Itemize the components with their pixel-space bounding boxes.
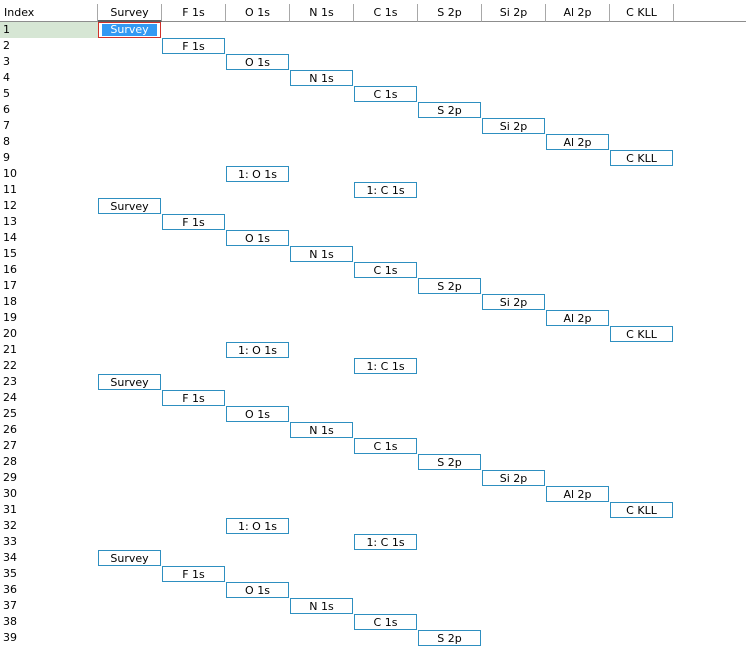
- block-cell-si2p[interactable]: Si 2p: [482, 118, 545, 134]
- row-index[interactable]: 13: [3, 215, 17, 228]
- block-cell-f1s[interactable]: F 1s: [162, 566, 225, 582]
- block-cell-c1s[interactable]: C 1s: [354, 438, 417, 454]
- row-index[interactable]: 35: [3, 567, 17, 580]
- block-cell-s2p[interactable]: S 2p: [418, 630, 481, 646]
- row-index[interactable]: 28: [3, 455, 17, 468]
- row-index[interactable]: 24: [3, 391, 17, 404]
- row-index[interactable]: 18: [3, 295, 17, 308]
- row-index[interactable]: 6: [3, 103, 10, 116]
- column-header-al2p[interactable]: Al 2p: [546, 4, 610, 22]
- block-cell-f1s[interactable]: F 1s: [162, 38, 225, 54]
- row-index[interactable]: 14: [3, 231, 17, 244]
- block-cell-si2p[interactable]: Si 2p: [482, 294, 545, 310]
- row-index[interactable]: 30: [3, 487, 17, 500]
- block-cell-o1s[interactable]: O 1s: [226, 582, 289, 598]
- block-cell-c1s[interactable]: 1: C 1s: [354, 182, 417, 198]
- column-header-survey[interactable]: Survey: [98, 4, 162, 22]
- row-index[interactable]: 10: [3, 167, 17, 180]
- row-index[interactable]: 32: [3, 519, 17, 532]
- block-cell-c1s[interactable]: 1: C 1s: [354, 534, 417, 550]
- row-index[interactable]: 29: [3, 471, 17, 484]
- row-index[interactable]: 27: [3, 439, 17, 452]
- block-cell-o1s[interactable]: 1: O 1s: [226, 342, 289, 358]
- block-cell-al2p[interactable]: Al 2p: [546, 310, 609, 326]
- row-index[interactable]: 23: [3, 375, 17, 388]
- row-index[interactable]: 8: [3, 135, 10, 148]
- block-cell-s2p[interactable]: S 2p: [418, 454, 481, 470]
- row-index[interactable]: 21: [3, 343, 17, 356]
- row-index[interactable]: 5: [3, 87, 10, 100]
- row-index[interactable]: 7: [3, 119, 10, 132]
- row-index[interactable]: 16: [3, 263, 17, 276]
- row-index[interactable]: 17: [3, 279, 17, 292]
- header-filler: [674, 4, 746, 22]
- row-index[interactable]: 37: [3, 599, 17, 612]
- row-index[interactable]: 15: [3, 247, 17, 260]
- block-cell-f1s[interactable]: F 1s: [162, 214, 225, 230]
- row-index[interactable]: 34: [3, 551, 17, 564]
- block-cell-o1s[interactable]: 1: O 1s: [226, 518, 289, 534]
- block-cell-c1s[interactable]: C 1s: [354, 614, 417, 630]
- row-index[interactable]: 33: [3, 535, 17, 548]
- column-header-f1s[interactable]: F 1s: [162, 4, 226, 22]
- row-index[interactable]: 20: [3, 327, 17, 340]
- block-cell-s2p[interactable]: S 2p: [418, 102, 481, 118]
- row-index[interactable]: 2: [3, 39, 10, 52]
- block-cell-si2p[interactable]: Si 2p: [482, 470, 545, 486]
- block-cell-c1s[interactable]: C 1s: [354, 86, 417, 102]
- block-cell-al2p[interactable]: Al 2p: [546, 486, 609, 502]
- row-index[interactable]: 31: [3, 503, 17, 516]
- row-index[interactable]: 9: [3, 151, 10, 164]
- row-index[interactable]: 38: [3, 615, 17, 628]
- column-header-s2p[interactable]: S 2p: [418, 4, 482, 22]
- block-cell-f1s[interactable]: F 1s: [162, 390, 225, 406]
- block-cell-ckll[interactable]: C KLL: [610, 502, 673, 518]
- row-index[interactable]: 25: [3, 407, 17, 420]
- column-header-si2p[interactable]: Si 2p: [482, 4, 546, 22]
- block-cell-ckll[interactable]: C KLL: [610, 150, 673, 166]
- block-cell-s2p[interactable]: S 2p: [418, 278, 481, 294]
- row-index[interactable]: 36: [3, 583, 17, 596]
- row-index[interactable]: 12: [3, 199, 17, 212]
- column-header-index[interactable]: Index: [0, 4, 98, 22]
- column-header-n1s[interactable]: N 1s: [290, 4, 354, 22]
- block-cell-c1s[interactable]: 1: C 1s: [354, 358, 417, 374]
- block-cell-n1s[interactable]: N 1s: [290, 598, 353, 614]
- column-header-c1s[interactable]: C 1s: [354, 4, 418, 22]
- row-index[interactable]: 39: [3, 631, 17, 644]
- row-index[interactable]: 1: [0, 22, 98, 38]
- row-index[interactable]: 4: [3, 71, 10, 84]
- column-header-o1s[interactable]: O 1s: [226, 4, 290, 22]
- block-cell-o1s[interactable]: O 1s: [226, 54, 289, 70]
- row-index[interactable]: 11: [3, 183, 17, 196]
- block-cell-survey[interactable]: Survey: [98, 198, 161, 214]
- block-cell-al2p[interactable]: Al 2p: [546, 134, 609, 150]
- column-header-ckll[interactable]: C KLL: [610, 4, 674, 22]
- row-index[interactable]: 22: [3, 359, 17, 372]
- block-cell-n1s[interactable]: N 1s: [290, 246, 353, 262]
- block-cell-n1s[interactable]: N 1s: [290, 70, 353, 86]
- block-cell-survey[interactable]: Survey: [98, 22, 161, 38]
- block-cell-o1s[interactable]: 1: O 1s: [226, 166, 289, 182]
- block-cell-c1s[interactable]: C 1s: [354, 262, 417, 278]
- block-cell-survey[interactable]: Survey: [98, 374, 161, 390]
- row-index[interactable]: 26: [3, 423, 17, 436]
- block-cell-ckll[interactable]: C KLL: [610, 326, 673, 342]
- block-cell-o1s[interactable]: O 1s: [226, 406, 289, 422]
- selected-cell-label: Survey: [102, 24, 157, 36]
- row-index[interactable]: 19: [3, 311, 17, 324]
- block-cell-n1s[interactable]: N 1s: [290, 422, 353, 438]
- row-index[interactable]: 3: [3, 55, 10, 68]
- block-cell-o1s[interactable]: O 1s: [226, 230, 289, 246]
- block-cell-survey[interactable]: Survey: [98, 550, 161, 566]
